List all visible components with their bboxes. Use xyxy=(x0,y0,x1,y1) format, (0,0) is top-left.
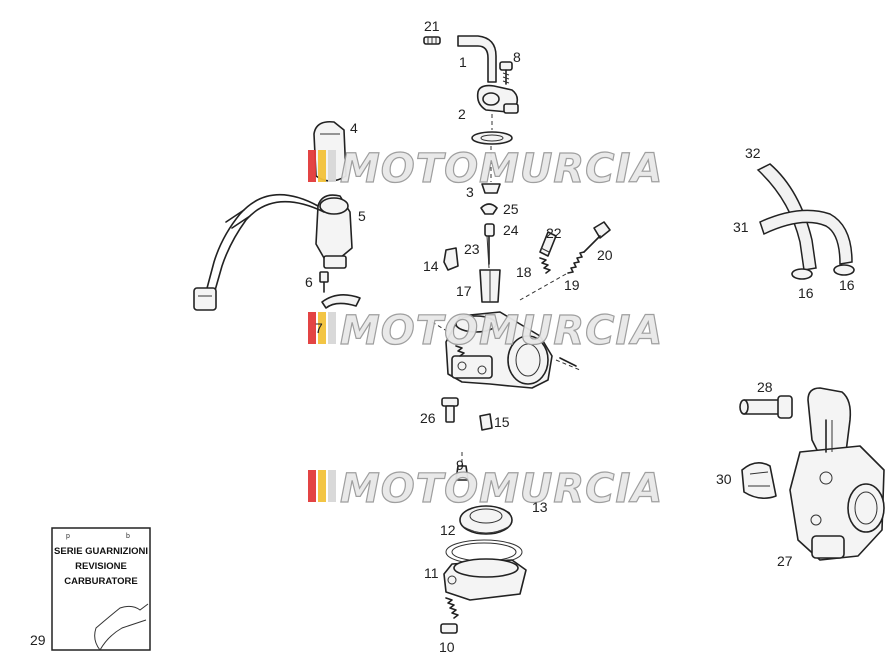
callout-14: 14 xyxy=(423,258,439,274)
callout-24: 24 xyxy=(503,222,519,238)
svg-text:p: p xyxy=(66,533,70,540)
callout-27: 27 xyxy=(777,553,793,569)
watermark-stripe-grey xyxy=(328,470,336,502)
svg-text:b: b xyxy=(126,533,130,540)
part-21-screw xyxy=(423,36,441,45)
part-6-screw xyxy=(319,271,329,293)
part-14-clip xyxy=(443,247,459,271)
callout-26: 26 xyxy=(420,410,436,426)
part-10-bowl-screw xyxy=(440,597,459,634)
callout-29: 29 xyxy=(30,632,46,648)
callout-18: 18 xyxy=(516,264,532,280)
callout-11: 11 xyxy=(424,565,439,581)
callout-7: 7 xyxy=(315,320,323,336)
part-2-inlet-cap xyxy=(476,84,519,114)
watermark-text: MOTOMURCIA xyxy=(340,466,663,512)
watermark-stripe-yellow xyxy=(318,150,326,182)
part-27-carburetor-assembly xyxy=(789,387,885,561)
callout-16-left: 16 xyxy=(798,285,814,301)
part-20-mixture-screw xyxy=(583,221,611,253)
part-3-needle-valve xyxy=(481,146,501,194)
callout-17: 17 xyxy=(456,283,472,299)
callout-5: 5 xyxy=(358,208,366,224)
part-9-main-jet xyxy=(455,452,469,481)
part-17-throttle-slide xyxy=(479,269,501,303)
watermark-middle: MOTOMURCIA xyxy=(308,307,663,355)
callout-31: 31 xyxy=(733,219,749,235)
callout-15: 15 xyxy=(494,414,510,430)
callout-3: 3 xyxy=(466,184,474,200)
part-28-inlet-pipe xyxy=(739,395,793,419)
watermark-bottom: MOTOMURCIA xyxy=(308,465,663,513)
callout-25: 25 xyxy=(503,201,519,217)
part-25-clip xyxy=(480,203,498,215)
callout-6: 6 xyxy=(305,274,313,290)
part-30-clamp xyxy=(741,462,777,500)
callout-13: 13 xyxy=(532,499,548,515)
callout-20: 20 xyxy=(597,247,613,263)
part-22-idle-screw xyxy=(539,231,557,257)
part-2-gasket xyxy=(471,114,513,145)
part-11-float-bowl xyxy=(443,539,527,601)
part-19-spring xyxy=(519,251,585,301)
callout-21: 21 xyxy=(424,18,440,34)
callout-2: 2 xyxy=(458,106,466,122)
part-1-fuel-pipe xyxy=(457,35,497,83)
part-15-jet xyxy=(479,413,493,431)
callout-4: 4 xyxy=(350,120,358,136)
gasket-card-line3: CARBURATORE xyxy=(64,576,138,587)
watermark-stripe-grey xyxy=(328,150,336,182)
callout-10: 10 xyxy=(439,639,455,655)
watermark-stripe-red xyxy=(308,312,316,344)
part-26-drain-screw xyxy=(441,397,459,423)
watermark-stripe-red xyxy=(308,470,316,502)
part-8-screw xyxy=(499,61,513,85)
part-12-float xyxy=(459,505,513,535)
part-24-spring xyxy=(484,223,495,237)
callout-12: 12 xyxy=(440,522,456,538)
callout-32: 32 xyxy=(745,145,761,161)
watermark-top: MOTOMURCIA xyxy=(308,145,663,193)
part-5-choke xyxy=(193,194,353,311)
callout-23: 23 xyxy=(464,241,480,257)
part-16-clamp-left xyxy=(791,268,813,280)
watermark-text: MOTOMURCIA xyxy=(340,308,663,354)
callout-16-right: 16 xyxy=(839,277,855,293)
carburetor-body xyxy=(431,311,581,389)
watermark-stripe-grey xyxy=(328,312,336,344)
watermark-stripe-red xyxy=(308,150,316,182)
watermark-text: MOTOMURCIA xyxy=(340,146,663,192)
callout-19: 19 xyxy=(564,277,580,293)
part-16-clamp-right xyxy=(833,264,855,276)
watermark-stripe-yellow xyxy=(318,470,326,502)
callout-22: 22 xyxy=(546,225,562,241)
part-23-needle xyxy=(486,235,490,269)
callout-30: 30 xyxy=(716,471,732,487)
part-18-spring xyxy=(539,257,551,274)
callout-8: 8 xyxy=(513,49,521,65)
watermark-stripe-yellow xyxy=(318,312,326,344)
callout-9: 9 xyxy=(456,457,464,473)
gasket-card-line2: REVISIONE xyxy=(75,561,127,572)
part-29-gasket-kit-card: p b xyxy=(51,527,151,651)
callout-28: 28 xyxy=(757,379,773,395)
part-7-washer xyxy=(321,294,361,309)
gasket-card-line1: SERIE GUARNIZIONI xyxy=(54,546,148,557)
part-32-hose xyxy=(756,163,817,271)
callout-1: 1 xyxy=(459,54,467,70)
part-31-hose xyxy=(759,209,853,265)
